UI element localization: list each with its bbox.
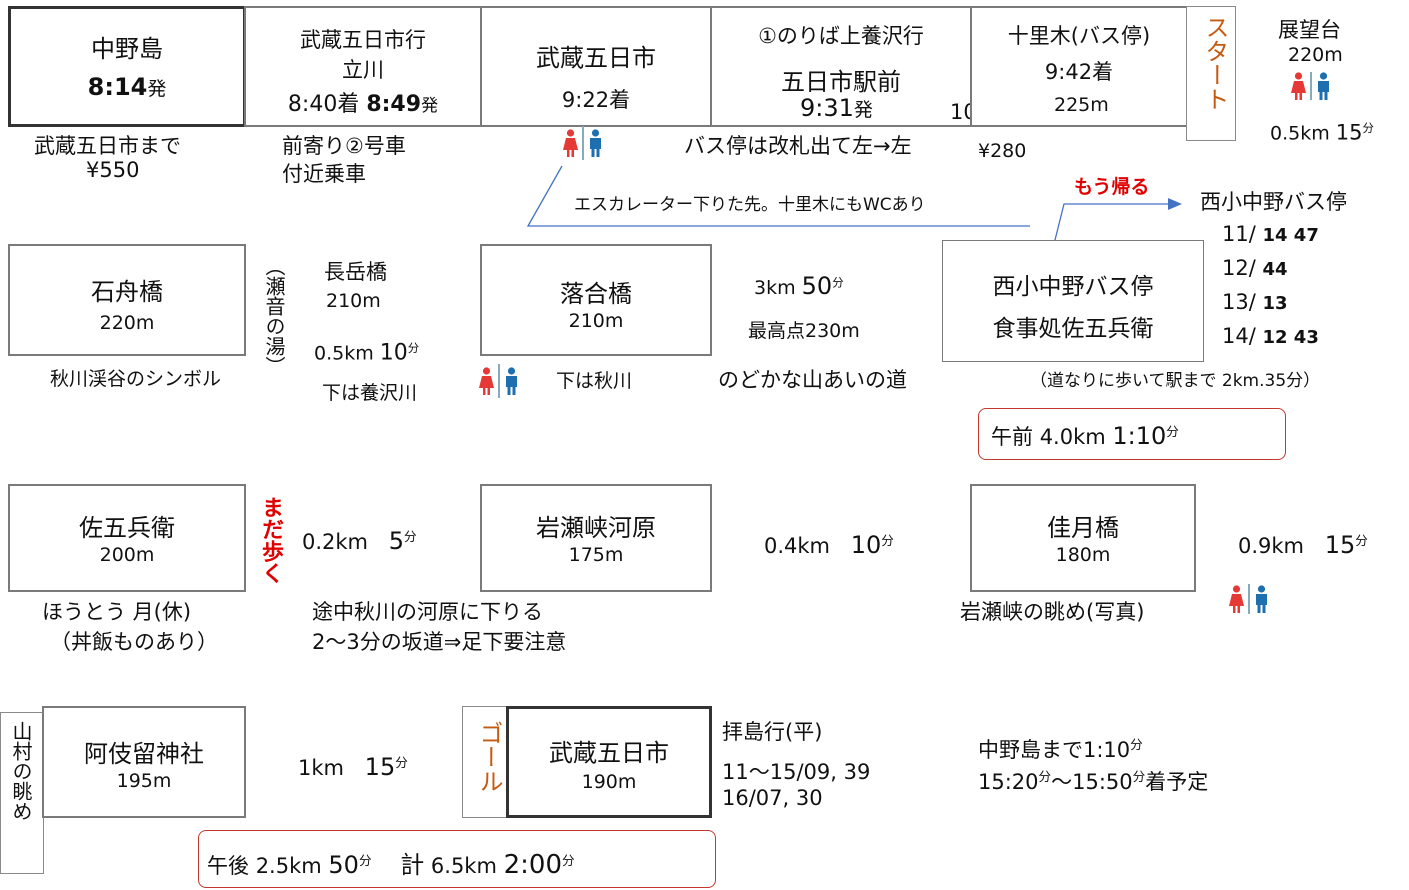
mountain-leg: 3km 50分 bbox=[754, 272, 844, 300]
timetable-row: 12/ 44 bbox=[1222, 256, 1288, 280]
leg-0-4km: 0.4km 10分 bbox=[764, 531, 894, 559]
station-name: 中野島 bbox=[91, 35, 163, 63]
bus-departure: 9:31発 bbox=[800, 94, 873, 122]
viewpoint-leg: 0.5km 15分 bbox=[1270, 120, 1374, 145]
altitude: 175m bbox=[568, 544, 624, 566]
morning-summary-text: 午前 4.0km 1:10分 bbox=[991, 422, 1179, 450]
station-box-goal: 武蔵五日市 190m bbox=[506, 706, 712, 818]
bus-stop-name: 五日市駅前 bbox=[781, 68, 901, 96]
altitude: 225m bbox=[1054, 94, 1109, 116]
afternoon-summary: 午後 2.5km 50分 計 6.5km 2:00分 bbox=[198, 830, 716, 888]
goal-label: ゴール bbox=[475, 721, 503, 793]
bridge-name: 佳月橋 bbox=[1047, 514, 1119, 542]
viewpoint-name: 展望台 bbox=[1278, 18, 1341, 42]
onsen-label: （瀬音の湯） bbox=[262, 256, 286, 376]
bridge-box-ishifune: 石舟橋 220m bbox=[8, 244, 246, 356]
start-label: スタート bbox=[1201, 15, 1229, 111]
return-train-dest: 拝島行(平) bbox=[722, 720, 823, 744]
arrival-estimate: 15:20分〜15:50分着予定 bbox=[978, 769, 1209, 794]
timetable-title: 西小中野バス停 bbox=[1200, 190, 1347, 214]
menu-note: （丼飯ものあり） bbox=[50, 630, 218, 654]
station-box-nakanoshima: 中野島 8:14発 bbox=[8, 6, 246, 127]
go-home-label: もう帰る bbox=[1074, 176, 1150, 198]
restroom-icon bbox=[1228, 584, 1269, 614]
bus-stop-direction-note: バス停は改札出て左→左 bbox=[684, 134, 912, 158]
riverbank-box-iwase: 岩瀬峡河原 175m bbox=[480, 484, 712, 592]
menu-note: ほうとう 月(休) bbox=[42, 600, 192, 624]
train-box: 武蔵五日市行 立川 8:40着 8:49発 bbox=[244, 6, 482, 127]
gorge-view-note: 岩瀬峡の眺め(写真) bbox=[960, 600, 1145, 624]
morning-summary: 午前 4.0km 1:10分 bbox=[978, 408, 1286, 460]
fare-note-line2: ¥550 bbox=[86, 158, 140, 182]
restroom-callout: エスカレーター下りた先。十里木にもWCあり bbox=[574, 195, 926, 215]
restaurant-name: 佐五兵衛 bbox=[79, 514, 175, 542]
viewpoint-altitude: 220m bbox=[1288, 44, 1343, 66]
leg-0-9km: 0.9km 15分 bbox=[1238, 531, 1368, 559]
restaurant-box: 西小中野バス停 食事処佐五兵衛 bbox=[942, 240, 1204, 362]
restroom-icon bbox=[562, 126, 603, 160]
departure-time: 8:14発 bbox=[87, 73, 167, 101]
altitude: 180m bbox=[1055, 544, 1111, 566]
car-note-line1: 前寄り②号車 bbox=[282, 134, 406, 158]
altitude: 210m bbox=[568, 310, 624, 332]
return-train-times: 11〜15/09, 39 bbox=[722, 760, 871, 784]
restaurant-name: 食事処佐五兵衛 bbox=[992, 316, 1154, 342]
timetable-row: 13/ 13 bbox=[1222, 290, 1288, 314]
altitude: 190m bbox=[581, 771, 637, 793]
river-note: 下は秋川 bbox=[556, 370, 633, 392]
car-note-line2: 付近乗車 bbox=[282, 162, 366, 186]
bridge-name: 落合橋 bbox=[560, 280, 632, 308]
keep-walking-label: まだ歩く bbox=[258, 496, 283, 584]
arrival-time: 9:22着 bbox=[561, 88, 631, 112]
peak-note: 最高点230m bbox=[748, 320, 860, 342]
bridge-name: 石舟橋 bbox=[91, 278, 163, 306]
river-note: 下は養沢川 bbox=[322, 382, 418, 404]
return-train-times: 16/07, 30 bbox=[722, 786, 823, 810]
goal-label-box: ゴール bbox=[462, 706, 508, 818]
transfer-times: 8:40着 8:49発 bbox=[287, 92, 439, 117]
restroom-icon bbox=[478, 364, 519, 398]
fare-note-line1: 武蔵五日市まで bbox=[34, 134, 181, 158]
timetable-row: 11/ 14 47 bbox=[1222, 222, 1319, 246]
walk-to-station-note: （道なりに歩いて駅まで 2km.35分） bbox=[1030, 371, 1321, 391]
village-view-box: 山村の眺め bbox=[0, 712, 44, 874]
bus-stop-name: 十里木(バス停) bbox=[1007, 24, 1151, 48]
bus-fare: ¥280 bbox=[978, 140, 1027, 162]
transfer-station: 立川 bbox=[342, 58, 384, 82]
nagatake-leg: 0.5km 10分 bbox=[314, 340, 420, 366]
caution-note: 途中秋川の河原に下りる bbox=[312, 600, 543, 624]
bus-stop-box-jurigi: 十里木(バス停) 9:42着 225m bbox=[970, 6, 1188, 127]
shrine-name: 阿伎留神社 bbox=[84, 740, 204, 768]
altitude: 200m bbox=[99, 544, 155, 566]
restroom-icon bbox=[1290, 72, 1331, 100]
bus-box: ①のりば上養沢行 五日市駅前 9:31発 10分 bbox=[710, 6, 989, 127]
arrival-duration: 中野島まで1:10分 bbox=[978, 737, 1143, 762]
altitude: 210m bbox=[326, 290, 381, 312]
leg-0-2km: 0.2km 5分 bbox=[302, 527, 417, 555]
bridge-box-kagetsu: 佳月橋 180m bbox=[970, 484, 1196, 592]
altitude: 195m bbox=[116, 770, 172, 792]
shrine-box-akiru: 阿伎留神社 195m bbox=[42, 706, 246, 818]
bridge-note: 秋川渓谷のシンボル bbox=[50, 368, 222, 390]
timetable-row: 14/ 12 43 bbox=[1222, 324, 1319, 348]
station-box-musashi: 武蔵五日市 9:22着 bbox=[480, 6, 712, 127]
caution-note: 2〜3分の坂道⇒足下要注意 bbox=[312, 630, 567, 654]
bus-stop-name: 西小中野バス停 bbox=[992, 274, 1154, 300]
arrival-time: 9:42着 bbox=[1044, 60, 1114, 84]
bus-platform: ①のりば上養沢行 bbox=[758, 24, 924, 48]
altitude: 220m bbox=[99, 312, 155, 334]
train-destination: 武蔵五日市行 bbox=[300, 28, 426, 52]
place-name: 岩瀬峡河原 bbox=[536, 514, 656, 542]
restaurant-box-sagobei: 佐五兵衛 200m bbox=[8, 484, 246, 592]
village-view-label: 山村の眺め bbox=[9, 721, 33, 821]
start-label-box: スタート bbox=[1186, 6, 1236, 141]
station-name: 武蔵五日市 bbox=[536, 44, 656, 72]
leg-1km: 1km 15分 bbox=[298, 753, 408, 781]
road-note: のどかな山あいの道 bbox=[718, 368, 907, 392]
bridge-name-nagatake: 長岳橋 bbox=[324, 260, 387, 284]
station-name: 武蔵五日市 bbox=[549, 739, 669, 767]
bridge-box-ochiai: 落合橋 210m bbox=[480, 244, 712, 356]
afternoon-summary-text: 午後 2.5km 50分 計 6.5km 2:00分 bbox=[207, 850, 575, 880]
